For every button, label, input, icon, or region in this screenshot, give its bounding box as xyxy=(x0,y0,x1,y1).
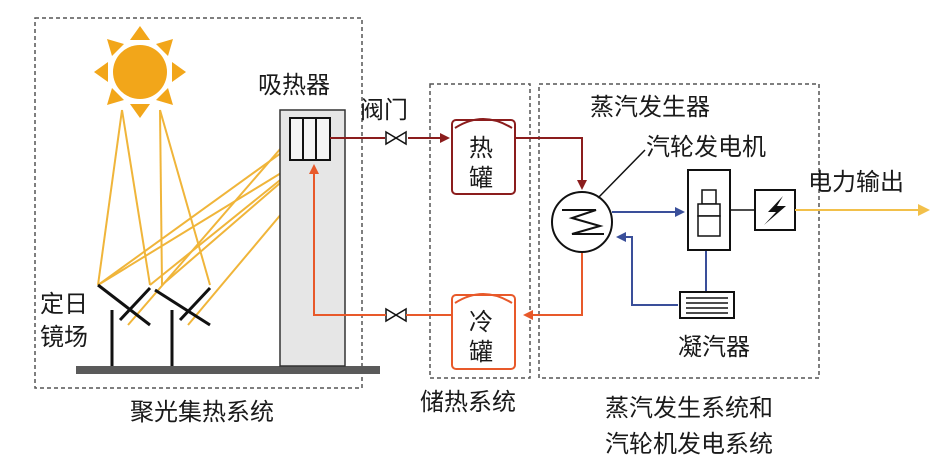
ground xyxy=(76,366,380,374)
generator-lightning-icon xyxy=(754,189,796,231)
hot-tank xyxy=(451,118,516,195)
receiver-label: 吸热器 xyxy=(258,71,330,99)
power-system-label-line2: 汽轮机发电系统 xyxy=(605,430,773,458)
valve-top-icon xyxy=(385,130,407,146)
cold-salt-line xyxy=(309,164,583,320)
storage-system-label: 储热系统 xyxy=(420,388,516,416)
hot-tank-label-line1: 热 xyxy=(469,134,493,162)
turbine-generator xyxy=(687,169,755,251)
turbine-generator-label: 汽轮发电机 xyxy=(646,133,766,161)
sunlight-rays xyxy=(97,109,211,286)
storage-system-box xyxy=(429,83,531,379)
hot-salt-line xyxy=(330,133,587,190)
heliostat-right xyxy=(154,286,212,368)
heliostat-left xyxy=(97,283,152,368)
hot-tank-label-line2: 罐 xyxy=(469,164,493,192)
condenser xyxy=(679,291,735,319)
cold-tank-label-line2: 罐 xyxy=(469,338,493,366)
heliostat-label-line2: 镜场 xyxy=(40,323,88,351)
steam-generator xyxy=(551,149,646,253)
steam-generator-label: 蒸汽发生器 xyxy=(590,93,710,121)
valve-label: 阀门 xyxy=(360,96,408,124)
power-system-box xyxy=(538,83,820,379)
power-system-label-line1: 蒸汽发生系统和 xyxy=(605,394,773,422)
receiver-panel xyxy=(289,117,331,161)
power-output-label: 电力输出 xyxy=(808,168,904,196)
cold-tank-label-line1: 冷 xyxy=(469,308,493,336)
heliostat-label-line1: 定日 xyxy=(40,290,88,318)
solar-system-box xyxy=(34,17,363,389)
cold-tank xyxy=(451,293,516,370)
valve-bottom-icon xyxy=(385,307,407,323)
sun-icon xyxy=(94,26,186,118)
condenser-label: 凝汽器 xyxy=(678,333,750,361)
solar-system-label: 聚光集热系统 xyxy=(130,398,274,426)
